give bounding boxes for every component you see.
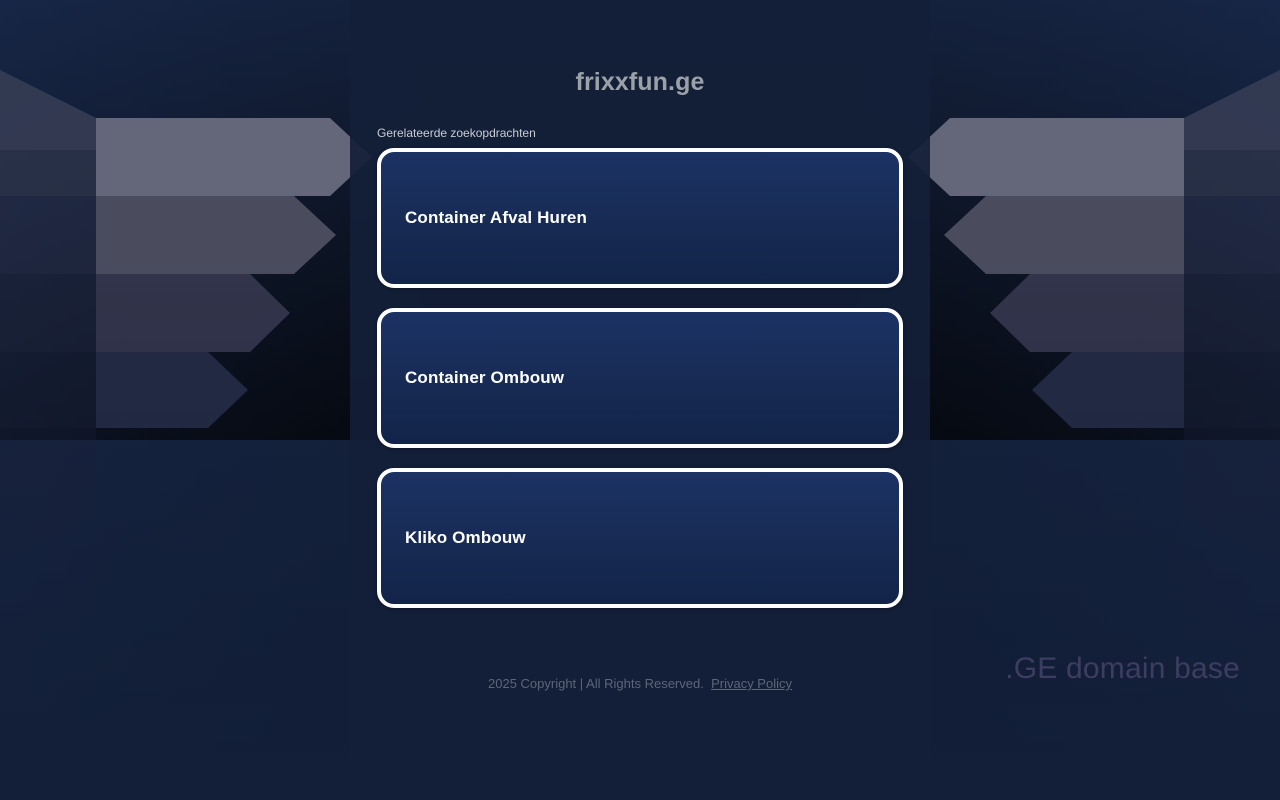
related-search-title: Kliko Ombouw: [405, 528, 526, 547]
main-content: Gerelateerde zoekopdrachten Container Af…: [377, 126, 903, 608]
related-search-title: Container Ombouw: [405, 368, 565, 387]
privacy-policy-link[interactable]: Privacy Policy: [711, 676, 792, 691]
related-searches-label: Gerelateerde zoekopdrachten: [377, 126, 536, 140]
related-search-card[interactable]: Kliko Ombouw: [377, 468, 903, 608]
copyright-text: 2025 Copyright | All Rights Reserved.: [488, 676, 704, 691]
related-search-card[interactable]: Container Afval Huren: [377, 148, 903, 288]
domain-base-watermark: .GE domain base: [1005, 652, 1240, 685]
related-search-card[interactable]: Container Ombouw: [377, 308, 903, 448]
page-title: frixxfun.ge: [575, 68, 705, 96]
related-search-title: Container Afval Huren: [405, 208, 587, 227]
related-searches-list: Container Afval Huren Container Ombouw K…: [377, 148, 903, 608]
